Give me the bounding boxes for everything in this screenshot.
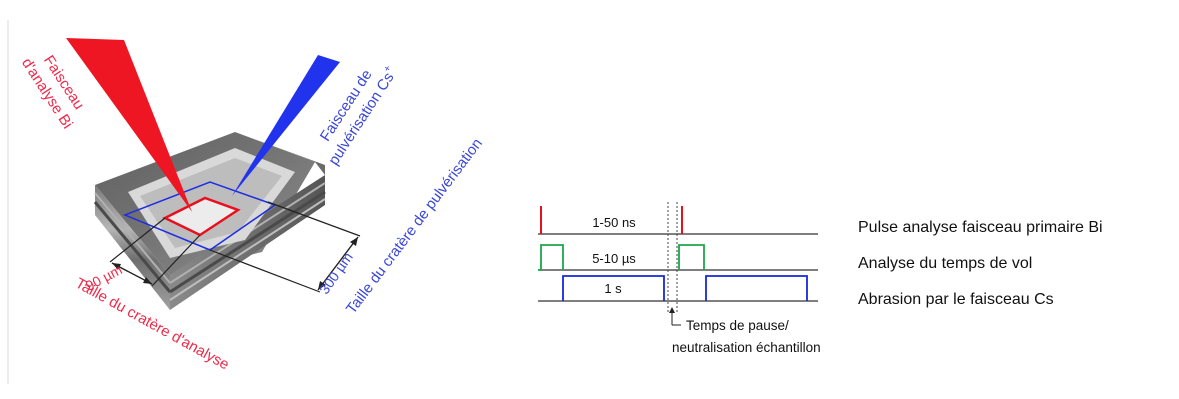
dimension-300um — [209, 201, 361, 293]
cs-beam-superscript: + — [382, 63, 394, 74]
dim-large-label-wrap: 300 µm — [316, 249, 356, 297]
timing-row2-pulse-a — [538, 244, 564, 271]
timing-row2-pulse-b — [678, 244, 705, 270]
legend-row1: Pulse analyse faisceau primaire Bi — [858, 219, 1103, 236]
crater-analysis-label: Taille du cratère d'analyse — [72, 275, 232, 374]
bi-analysis-beam — [66, 38, 192, 212]
timing-row3-pulse-a — [562, 275, 665, 301]
pause-label-line1: Temps de pause/ — [686, 318, 789, 333]
crater-sputter-label: Taille du cratère de pulvérisation — [343, 135, 486, 317]
pause-label-line2: neutralisation échantillon — [672, 340, 821, 355]
timing-row3-pulse-b — [705, 275, 808, 301]
dim-large-label: 300 µm — [316, 249, 356, 297]
dimension-90um — [109, 217, 201, 287]
timing-legend: Pulse analyse faisceau primaire Bi Analy… — [858, 219, 1103, 308]
timing-row3-label: 1 s — [604, 281, 622, 296]
sample-block — [93, 132, 326, 310]
cs-sputter-beam — [232, 55, 340, 196]
analysis-area-outline — [162, 196, 241, 237]
timing-row2-label: 5-10 µs — [592, 251, 636, 266]
crater-sputter-label-wrap: Taille du cratère de pulvérisation — [343, 135, 486, 317]
timing-diagram: 1-50 ns 5-10 µs 1 s Temps de pause/ neut… — [538, 202, 821, 355]
legend-row3: Abrasion par le faisceau Cs — [858, 291, 1054, 308]
crater-analysis-label-wrap: Taille du cratère d'analyse — [72, 275, 232, 374]
legend-row2: Analyse du temps de vol — [858, 255, 1032, 272]
timing-row1-label: 1-50 ns — [592, 215, 636, 230]
